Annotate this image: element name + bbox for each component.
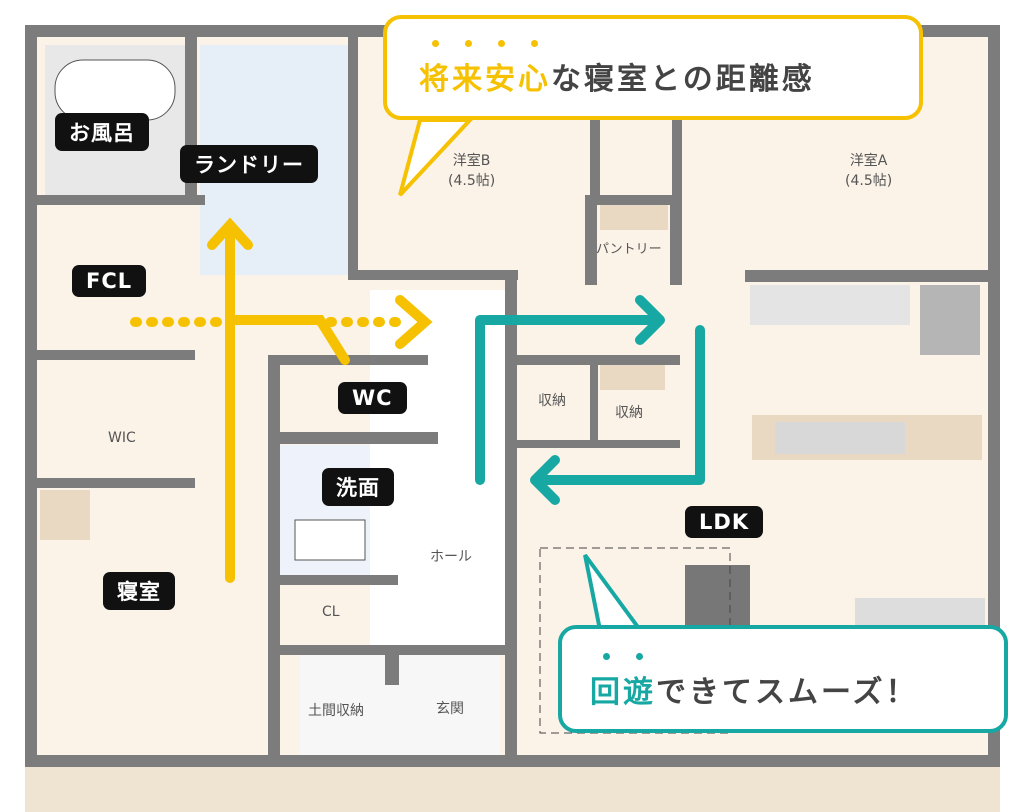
room-hall: ホール bbox=[430, 549, 472, 565]
wash-basin bbox=[294, 519, 366, 561]
callout-text: な寝室との距離感 bbox=[551, 62, 815, 97]
room-western-a: 洋室A(4.5帖) bbox=[845, 153, 893, 189]
bathtub bbox=[54, 59, 176, 121]
deck bbox=[25, 765, 1000, 812]
tag-laundry: ランドリー bbox=[180, 145, 318, 183]
room-wic: WIC bbox=[108, 430, 136, 446]
entrance-floor bbox=[300, 655, 500, 755]
room-storage-1: 収納 bbox=[538, 393, 566, 409]
stairs-outline bbox=[539, 547, 731, 734]
tag-wc: WC bbox=[338, 382, 407, 414]
emphasis-dots bbox=[590, 653, 656, 660]
callout-text: できてスムーズ！ bbox=[656, 675, 919, 710]
room-entrance: 玄関 bbox=[436, 701, 464, 717]
tag-fcl: FCL bbox=[72, 265, 147, 297]
tag-ldk: LDK bbox=[685, 506, 764, 538]
bedroom-desk bbox=[40, 490, 90, 540]
tag-bath: お風呂 bbox=[55, 113, 149, 151]
walls bbox=[25, 25, 1000, 767]
room-doma-storage: 土間収納 bbox=[308, 703, 364, 719]
tag-washroom: 洗面 bbox=[322, 468, 394, 506]
room-western-b: 洋室B(4.5帖) bbox=[448, 153, 496, 189]
top-callout: 将来安心な寝室との距離感 bbox=[383, 15, 923, 120]
cabinet bbox=[750, 285, 910, 325]
room-pantry: パントリー bbox=[596, 242, 662, 257]
storage-shelf bbox=[600, 365, 665, 390]
sink bbox=[775, 422, 905, 454]
circulation-loop-teal bbox=[475, 295, 705, 505]
callout-highlight: 回遊 bbox=[590, 653, 656, 711]
hall-floor bbox=[370, 290, 510, 650]
bottom-callout: 回遊できてスムーズ！ bbox=[558, 625, 1008, 733]
bar-counter bbox=[855, 598, 985, 628]
top-callout-tail bbox=[398, 118, 475, 197]
room-storage-2: 収納 bbox=[615, 405, 643, 421]
fridge bbox=[920, 285, 980, 355]
route-arrows-yellow bbox=[130, 217, 433, 583]
dining-table bbox=[685, 565, 750, 625]
tag-bedroom: 寝室 bbox=[103, 572, 175, 610]
callout-highlight: 将来安心 bbox=[419, 40, 551, 98]
room-cl: CL bbox=[322, 604, 340, 620]
emphasis-dots bbox=[419, 40, 551, 47]
